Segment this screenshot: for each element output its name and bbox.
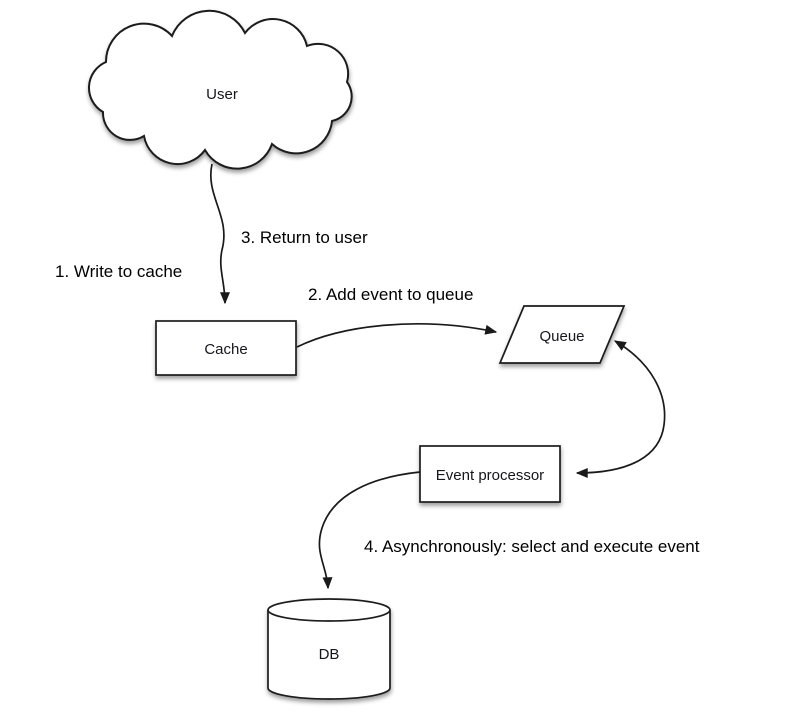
- user-label: User: [206, 86, 238, 103]
- step4-label: 4. Asynchronously: select and execute ev…: [364, 537, 700, 556]
- arrow-cache-to-queue: [296, 323, 498, 348]
- db-label: DB: [319, 646, 340, 663]
- queue-parallelogram: [498, 305, 626, 364]
- arrow-event-processor-to-db: [318, 471, 421, 590]
- db-node: DB: [267, 598, 391, 700]
- arrow-queue-event-processor: [575, 340, 666, 478]
- db-cylinder-body: [267, 610, 391, 700]
- event-processor-label: Event processor: [436, 467, 544, 484]
- event-processor-node: Event processor: [419, 445, 561, 503]
- step1-label: 1. Write to cache: [55, 262, 182, 281]
- arrow-user-to-cache: [210, 163, 230, 305]
- user-cloud-node: User: [88, 9, 353, 170]
- step3-label: 3. Return to user: [241, 228, 368, 247]
- queue-node: Queue: [498, 305, 626, 364]
- cache-label: Cache: [204, 341, 247, 358]
- step2-label: 2. Add event to queue: [308, 285, 473, 304]
- cache-box: [155, 320, 297, 376]
- event-processor-box: [419, 445, 561, 503]
- edges-layer: [210, 163, 666, 590]
- step-labels-layer: 1. Write to cache 2. Add event to queue …: [55, 228, 700, 556]
- queue-label: Queue: [539, 328, 584, 345]
- nodes-layer: User Cache Queue Event processor DB: [88, 9, 626, 700]
- db-cylinder-top: [267, 598, 391, 622]
- cloud-shape: [88, 9, 353, 170]
- cache-node: Cache: [155, 320, 297, 376]
